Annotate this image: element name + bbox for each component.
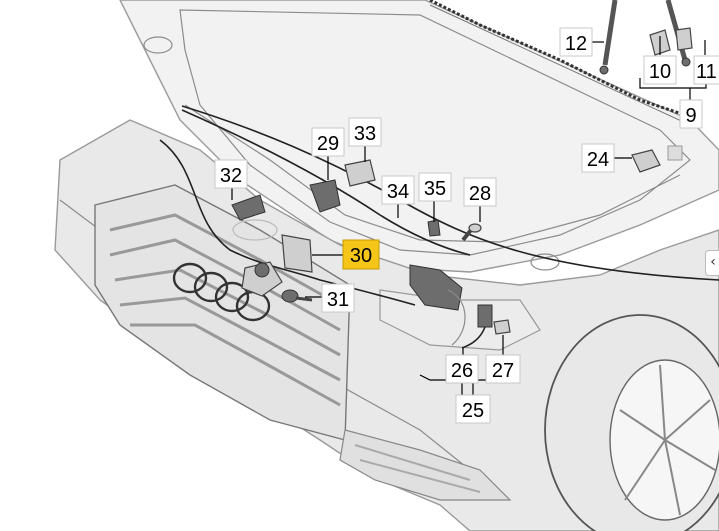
svg-text:25: 25 — [462, 400, 484, 422]
svg-text:28: 28 — [469, 183, 491, 205]
bolt-31 — [281, 289, 313, 303]
hood-hole-right — [530, 253, 560, 271]
hood-seal-strip — [429, 0, 701, 122]
callout-29: 29 — [311, 127, 345, 157]
handle-outline — [232, 219, 278, 241]
chevron-left-icon: ‹ — [710, 254, 716, 270]
svg-text:9: 9 — [685, 105, 696, 127]
svg-text:32: 32 — [220, 165, 242, 187]
hood-seal-edge — [429, 4, 691, 126]
svg-text:26: 26 — [451, 360, 473, 382]
front-wheel — [544, 314, 719, 531]
callout-30-highlighted: 30 — [342, 239, 380, 270]
hood-gas-strut-left — [599, 0, 618, 75]
wiring-connector — [461, 304, 493, 349]
cable-holder — [344, 159, 376, 187]
svg-text:29: 29 — [317, 133, 339, 155]
headlight-area — [379, 289, 541, 351]
strut-clip — [675, 27, 693, 51]
svg-text:31: 31 — [327, 289, 349, 311]
callout-11: 11 — [693, 55, 719, 85]
hood-bump-stop — [631, 149, 661, 173]
hood-lock-assembly — [241, 234, 313, 297]
lower-air-intake — [339, 429, 512, 501]
svg-text:11: 11 — [696, 61, 717, 83]
callout-12: 12 — [559, 27, 593, 57]
cable-clip — [427, 219, 441, 237]
intake-slats — [354, 444, 481, 493]
svg-text:33: 33 — [354, 123, 376, 145]
callout-27: 27 — [485, 354, 521, 384]
release-handle — [231, 194, 266, 221]
svg-text:12: 12 — [565, 33, 587, 55]
callout-9: 9 — [679, 99, 703, 129]
svg-text:30: 30 — [350, 245, 372, 267]
release-cable-lower — [181, 109, 471, 256]
connector-clip — [493, 319, 511, 335]
hood-bump-stop-pad — [667, 145, 683, 161]
svg-text:24: 24 — [587, 149, 609, 171]
callout-35: 35 — [418, 172, 452, 202]
hood-inner-rib — [184, 104, 681, 243]
cable-connector — [309, 179, 341, 213]
svg-text:34: 34 — [387, 181, 409, 203]
svg-text:10: 10 — [649, 61, 671, 83]
callout-25: 25 — [455, 394, 491, 424]
callout-26: 26 — [445, 354, 479, 384]
callout-24: 24 — [581, 143, 615, 173]
callout-31: 31 — [321, 283, 355, 313]
svg-text:35: 35 — [424, 178, 446, 200]
callout-10: 10 — [643, 55, 677, 85]
callout-33: 33 — [348, 117, 382, 147]
bolt-28 — [461, 223, 482, 242]
hood-hole-left — [143, 36, 173, 54]
svg-text:27: 27 — [492, 360, 514, 382]
hood-lock-actuator — [409, 264, 466, 346]
callout-28: 28 — [463, 177, 497, 207]
next-arrow-button[interactable]: ‹ — [705, 250, 719, 276]
callout-34: 34 — [381, 175, 415, 205]
callout-32: 32 — [214, 159, 248, 189]
